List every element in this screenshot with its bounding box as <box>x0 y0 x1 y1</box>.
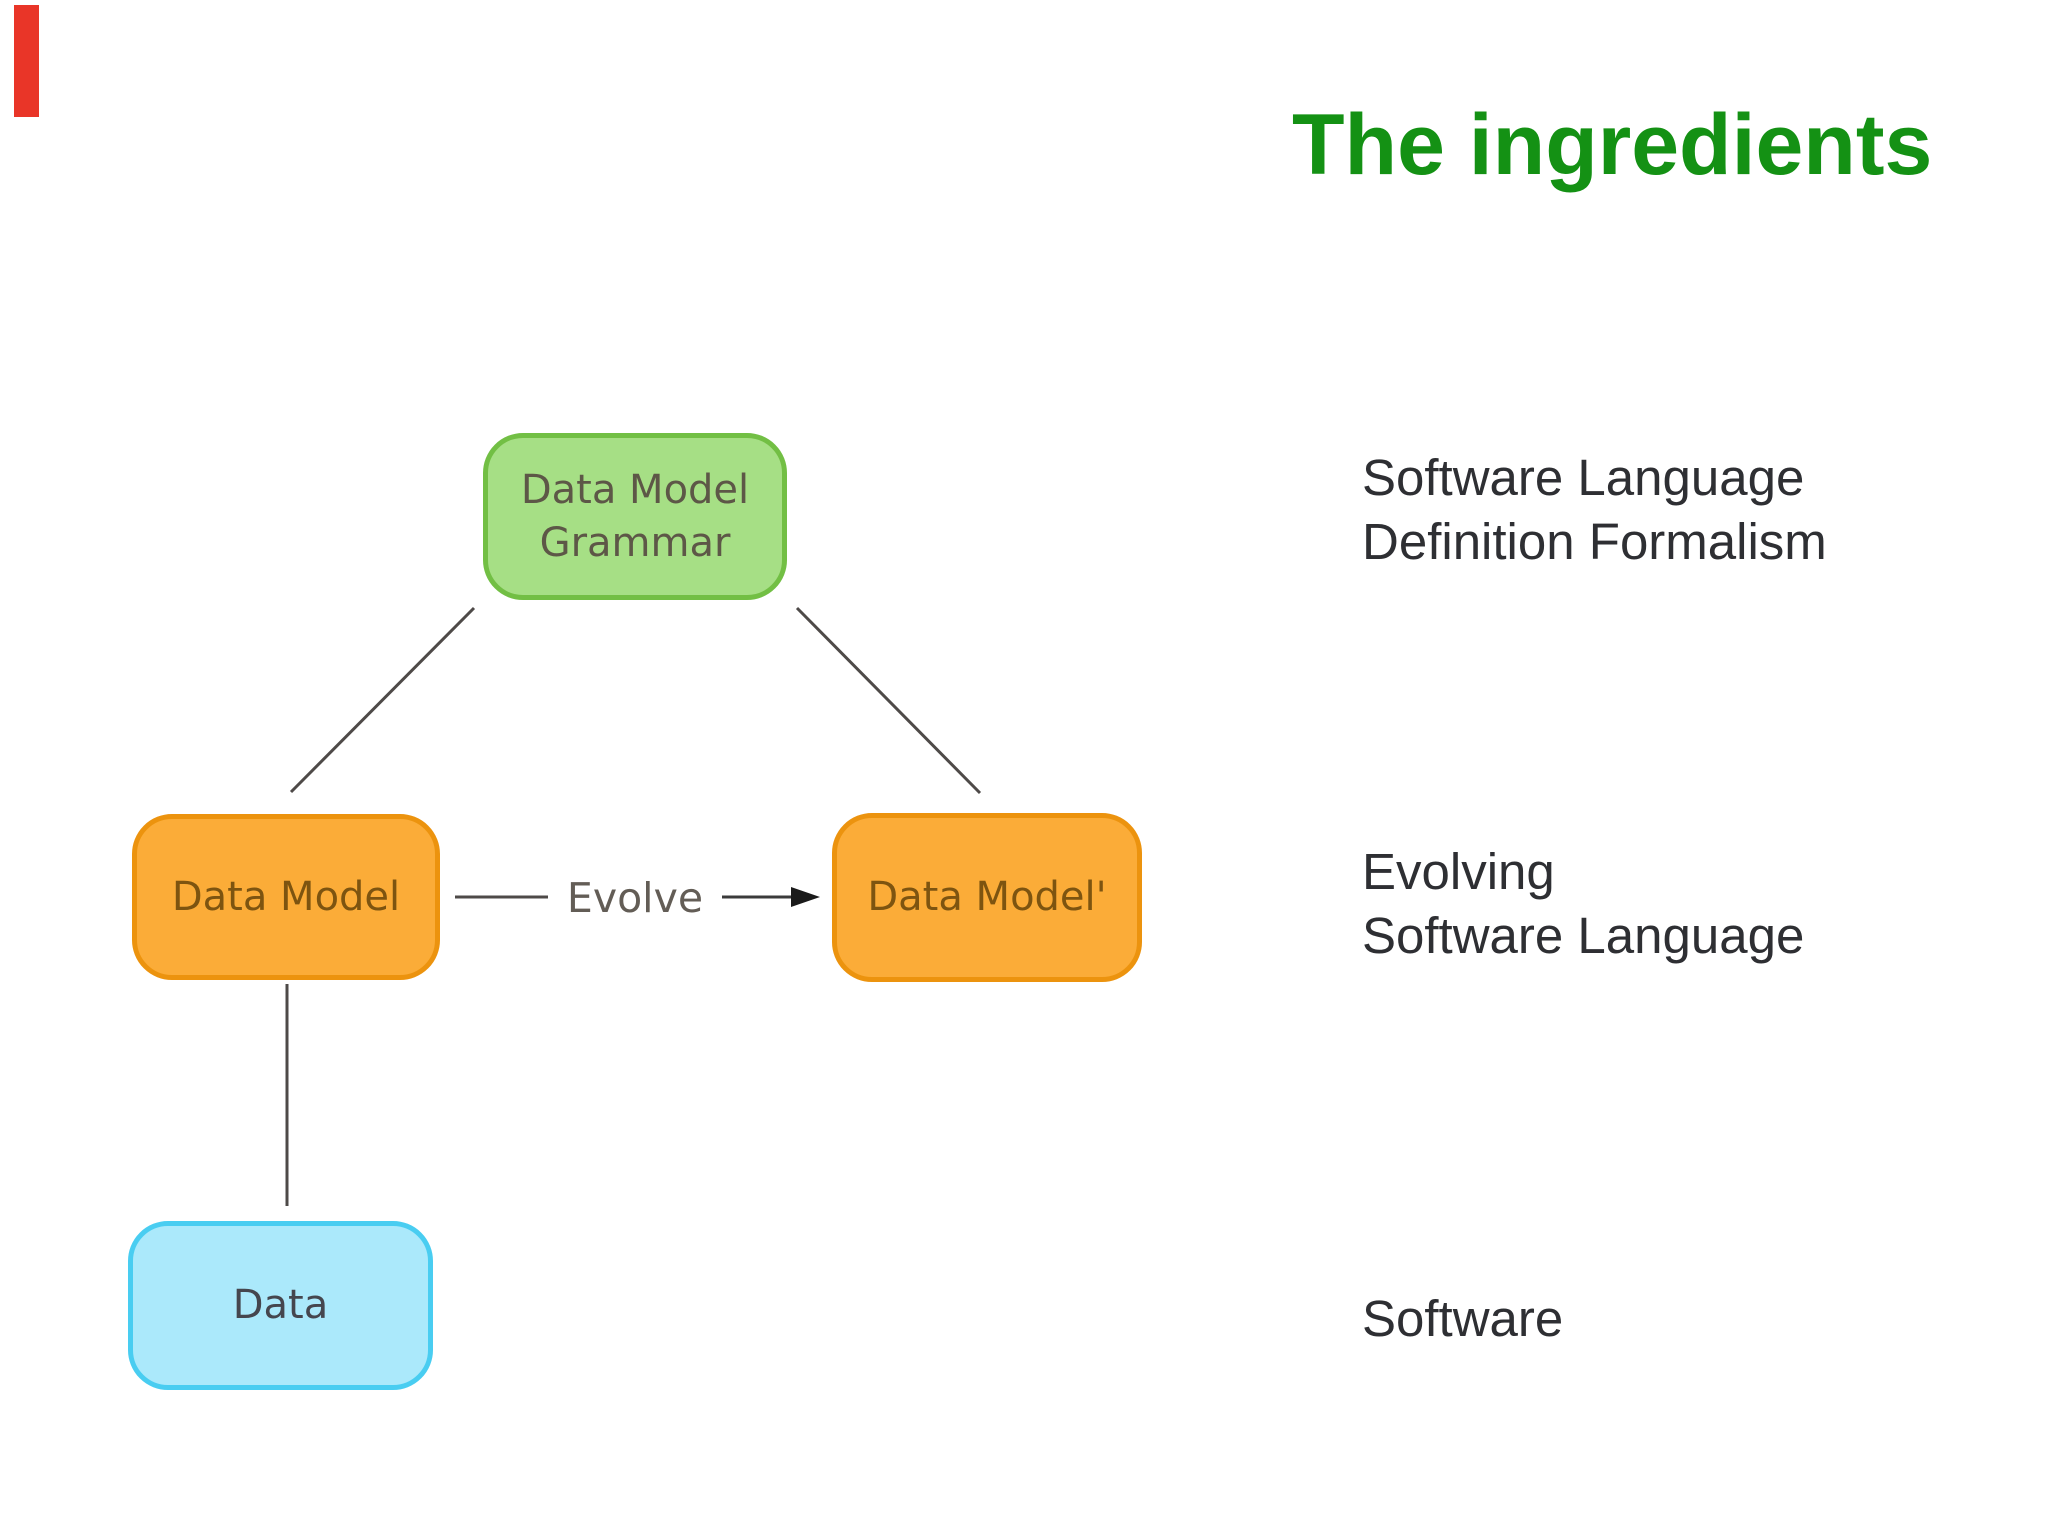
edge-grammar-model <box>289 606 476 794</box>
node-data-model-grammar: Data Model Grammar <box>483 433 787 600</box>
slide-title: The ingredients <box>1292 97 1933 193</box>
node-label-line: Grammar <box>539 519 731 566</box>
annotation-line: Definition Formalism <box>1362 513 1827 570</box>
edge-grammar-model-prime <box>795 606 982 795</box>
annotation-evolving-software-language: Evolving Software Language <box>1362 840 1804 968</box>
annotation-line: Software Language <box>1362 449 1805 506</box>
node-data: Data <box>128 1221 433 1390</box>
red-marker-bar <box>14 5 39 117</box>
annotation-line: Software Language <box>1362 907 1805 964</box>
node-data-model-prime: Data Model' <box>832 813 1142 982</box>
annotation-line: Software <box>1362 1290 1564 1347</box>
annotation-software: Software <box>1362 1287 1563 1351</box>
node-label: Data Model <box>171 873 401 920</box>
evolve-edge-label: Evolve <box>566 874 704 922</box>
node-label-line: Data Model <box>520 466 750 513</box>
arrowhead-icon <box>791 887 820 907</box>
node-label: Data Model' <box>867 874 1107 920</box>
annotation-line: Evolving <box>1362 843 1555 900</box>
node-data-model: Data Model <box>132 814 440 980</box>
node-label: Data <box>232 1282 329 1328</box>
annotation-definition-formalism: Software Language Definition Formalism <box>1362 446 1827 574</box>
